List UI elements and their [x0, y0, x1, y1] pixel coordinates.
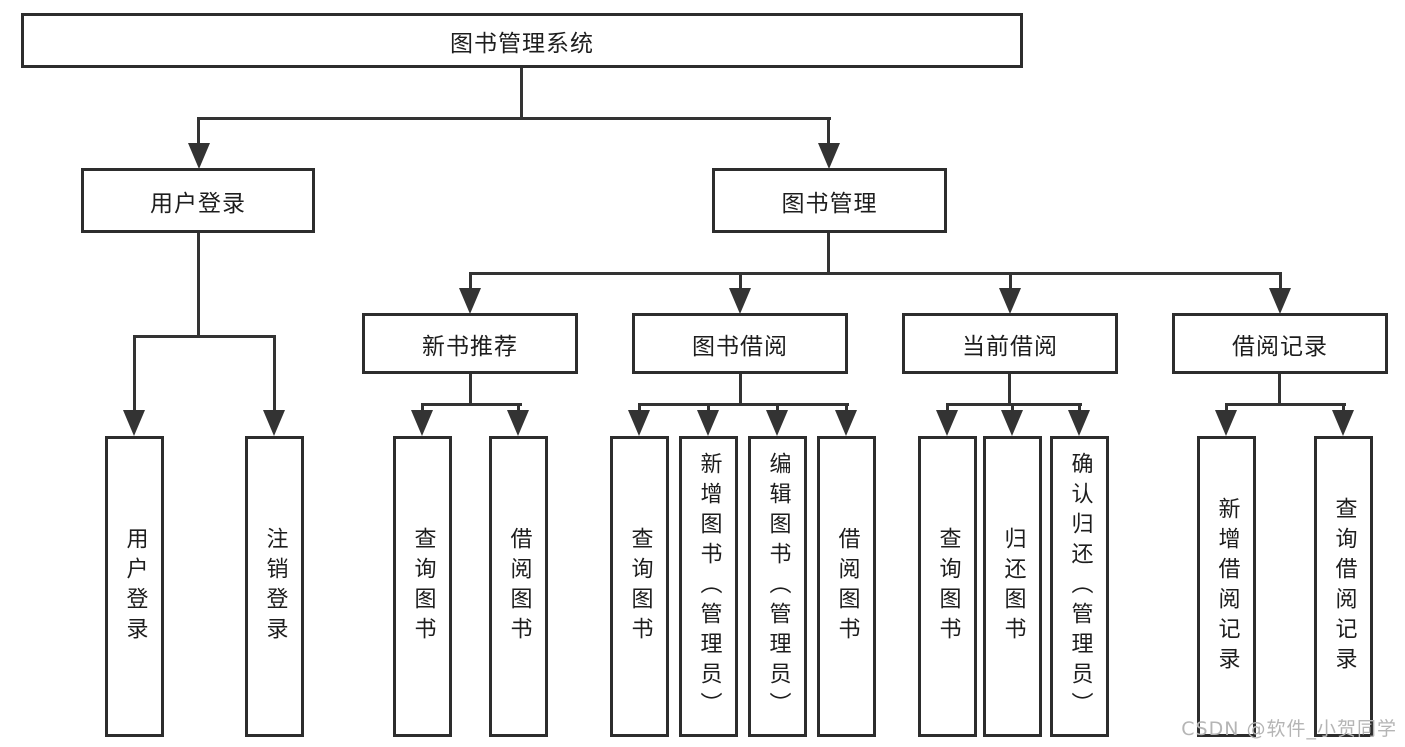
- node-book-management: 图书管理: [712, 168, 947, 233]
- leaf-query-borrow-record: 查询借阅记录: [1314, 436, 1373, 737]
- node-borrow-records: 借阅记录: [1172, 313, 1388, 374]
- arrow-down-icon: [766, 410, 788, 436]
- leaf-label: 注销登录: [262, 526, 288, 647]
- connector-line: [827, 233, 830, 275]
- connector-line: [197, 117, 831, 120]
- node-book-borrowing: 图书借阅: [632, 313, 848, 374]
- connector-line: [1009, 272, 1012, 290]
- node-label: 图书管理系统: [450, 30, 594, 57]
- connector-line: [1008, 374, 1011, 406]
- connector-line: [133, 335, 276, 338]
- connector-line: [133, 335, 136, 413]
- node-current-borrowing: 当前借阅: [902, 313, 1118, 374]
- connector-line: [946, 403, 1082, 406]
- connector-line: [469, 272, 472, 290]
- leaf-label: 查询借阅记录: [1331, 496, 1357, 677]
- connector-line: [273, 335, 276, 413]
- node-library-management-system: 图书管理系统: [21, 13, 1023, 68]
- arrow-down-icon: [936, 410, 958, 436]
- connector-line: [520, 68, 523, 120]
- node-label: 当前借阅: [962, 333, 1058, 360]
- node-new-book-recommend: 新书推荐: [362, 313, 578, 374]
- connector-line: [197, 117, 200, 147]
- connector-line: [1342, 403, 1345, 415]
- node-label: 新书推荐: [422, 333, 518, 360]
- connector-line: [1278, 374, 1281, 406]
- node-user-login: 用户登录: [81, 168, 315, 233]
- connector-line: [1279, 272, 1282, 290]
- node-label: 借阅记录: [1232, 333, 1328, 360]
- leaf-add-book-admin: 新增图书（管理员）: [679, 436, 738, 737]
- arrow-down-icon: [697, 410, 719, 436]
- arrow-down-icon: [729, 288, 751, 314]
- arrow-down-icon: [1068, 410, 1090, 436]
- leaf-borrow-books-recommend: 借阅图书: [489, 436, 548, 737]
- connector-line: [1225, 403, 1228, 415]
- arrow-down-icon: [263, 410, 285, 436]
- leaf-borrow-books-borrowing: 借阅图书: [817, 436, 876, 737]
- arrow-down-icon: [1332, 410, 1354, 436]
- connector-line: [739, 272, 742, 290]
- connector-line: [946, 403, 949, 415]
- leaf-return-book: 归还图书: [983, 436, 1042, 737]
- arrow-down-icon: [628, 410, 650, 436]
- connector-line: [469, 272, 1282, 275]
- leaf-query-books-recommend: 查询图书: [393, 436, 452, 737]
- arrow-down-icon: [1001, 410, 1023, 436]
- leaf-label: 新增借阅记录: [1214, 496, 1240, 677]
- leaf-logout: 注销登录: [245, 436, 304, 737]
- connector-line: [421, 403, 424, 415]
- connector-line: [739, 374, 742, 406]
- node-label: 图书管理: [781, 190, 878, 217]
- leaf-label: 查询图书: [627, 526, 653, 647]
- leaf-add-borrow-record: 新增借阅记录: [1197, 436, 1256, 737]
- connector-line: [638, 403, 849, 406]
- arrow-down-icon: [1215, 410, 1237, 436]
- leaf-label: 用户登录: [122, 526, 148, 647]
- leaf-label: 借阅图书: [506, 526, 532, 647]
- leaf-query-books-current: 查询图书: [918, 436, 977, 737]
- arrow-down-icon: [459, 288, 481, 314]
- arrow-down-icon: [818, 143, 840, 169]
- leaf-label: 借阅图书: [834, 526, 860, 647]
- connector-line: [517, 403, 520, 415]
- connector-line: [638, 403, 641, 415]
- leaf-label: 确认归还（管理员）: [1067, 451, 1093, 722]
- leaf-label: 归还图书: [1000, 526, 1026, 647]
- watermark: CSDN @软件_小贺同学: [1181, 718, 1397, 740]
- arrow-down-icon: [1269, 288, 1291, 314]
- leaf-label: 查询图书: [935, 526, 961, 647]
- connector-line: [197, 233, 200, 338]
- arrow-down-icon: [999, 288, 1021, 314]
- connector-line: [776, 403, 779, 415]
- connector-line: [469, 374, 472, 406]
- arrow-down-icon: [123, 410, 145, 436]
- arrow-down-icon: [507, 410, 529, 436]
- arrow-down-icon: [411, 410, 433, 436]
- leaf-confirm-return-admin: 确认归还（管理员）: [1050, 436, 1109, 737]
- arrow-down-icon: [188, 143, 210, 169]
- leaf-label: 查询图书: [410, 526, 436, 647]
- connector-line: [1078, 403, 1081, 415]
- node-label: 图书借阅: [692, 333, 788, 360]
- arrow-down-icon: [835, 410, 857, 436]
- connector-line: [421, 403, 522, 406]
- leaf-edit-book-admin: 编辑图书（管理员）: [748, 436, 807, 737]
- connector-line: [845, 403, 848, 415]
- connector-line: [827, 117, 830, 147]
- node-label: 用户登录: [150, 190, 246, 217]
- leaf-label: 新增图书（管理员）: [696, 451, 722, 722]
- connector-line: [1225, 403, 1346, 406]
- connector-line: [1011, 403, 1014, 415]
- leaf-query-books-borrowing: 查询图书: [610, 436, 669, 737]
- leaf-user-login: 用户登录: [105, 436, 164, 737]
- connector-line: [707, 403, 710, 415]
- leaf-label: 编辑图书（管理员）: [765, 451, 791, 722]
